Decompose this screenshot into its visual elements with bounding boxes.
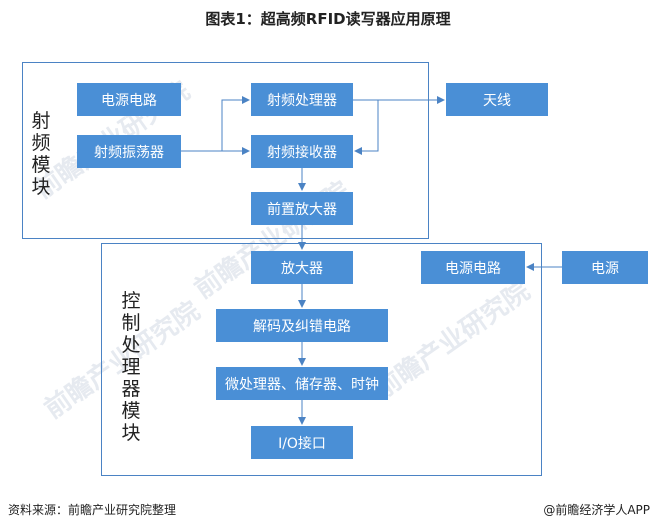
preamp-box: 前置放大器 [251,192,353,225]
rf-receiver-box: 射频接收器 [251,135,353,168]
arrow-oscillator-to-processor [221,96,250,151]
rf-oscillator-box: 射频振荡器 [77,135,181,168]
control-module-label: 控制处理器模块 [121,290,141,444]
control-module-frame [101,243,542,476]
antenna-box: 天线 [446,83,548,116]
io-interface-box: I/O接口 [251,426,353,459]
decode-circuit-box: 解码及纠错电路 [216,309,388,342]
diagram-title: 图表1：超高频RFID读写器应用原理 [205,10,451,28]
rf-processor-box: 射频处理器 [251,83,353,116]
arrow-processor-to-receiver [354,100,379,155]
amplifier-box: 放大器 [251,251,353,284]
rf-module-label: 射频模块 [31,110,51,198]
power-source-box: 电源 [562,251,648,284]
mcu-box: 微处理器、储存器、时钟 [216,367,388,400]
ctrl-power-circuit-box: 电源电路 [421,251,525,284]
brand-note: @前瞻经济学人APP [543,503,650,517]
rf-power-circuit-box: 电源电路 [77,83,181,116]
rf-module-frame [22,62,429,239]
source-note: 资料来源：前瞻产业研究院整理 [8,503,177,517]
